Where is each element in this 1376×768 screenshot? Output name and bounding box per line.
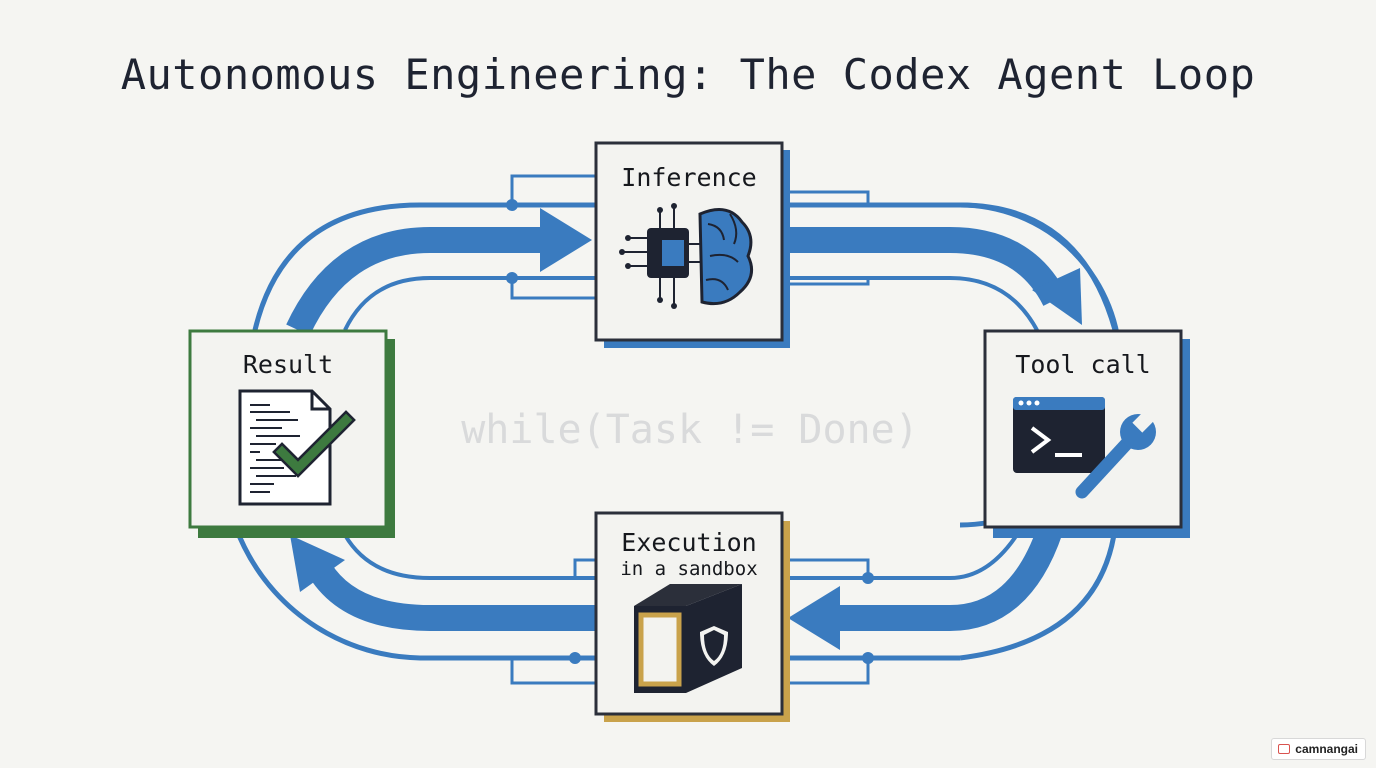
node-inference: Inference: [594, 141, 790, 348]
arrow-execution-to-result: [308, 562, 596, 631]
sandbox-cube-shield-icon: [634, 584, 742, 693]
connector-dots: [506, 199, 874, 664]
node-inference-label: Inference: [621, 163, 756, 192]
node-tool-call-label: Tool call: [1015, 350, 1150, 379]
arrow-result-to-inference: [286, 227, 545, 336]
node-execution-sublabel: in a sandbox: [620, 558, 757, 580]
node-execution-label: Execution: [621, 528, 756, 557]
outer-loop-right: [959, 202, 1118, 661]
node-result: Result: [188, 329, 395, 538]
logo-icon: [1278, 744, 1291, 754]
terminal-wrench-icon: [1013, 397, 1156, 499]
watermark-badge: camnangai: [1271, 738, 1366, 760]
arrow-inference-to-tool: [790, 227, 1067, 307]
inner-loop-line: [343, 276, 1040, 580]
diagram-title: Autonomous Engineering: The Codex Agent …: [120, 50, 1256, 99]
node-execution: Execution in a sandbox: [594, 511, 790, 722]
arrow-head-to-result: [290, 535, 345, 592]
loop-condition-text: while(Task != Done): [461, 407, 919, 453]
arrow-head-to-execution: [788, 586, 840, 650]
node-result-label: Result: [243, 350, 333, 379]
arrow-head-to-tool: [1032, 268, 1082, 325]
watermark-text: camnangai: [1295, 742, 1358, 756]
arrow-tool-to-execution: [835, 525, 1063, 631]
document-check-icon: [238, 389, 356, 506]
node-tool-call: Tool call: [983, 329, 1190, 538]
chip-brain-icon: [619, 203, 754, 309]
arrow-head-to-inference: [540, 208, 592, 272]
outer-loop-left: [252, 202, 421, 331]
